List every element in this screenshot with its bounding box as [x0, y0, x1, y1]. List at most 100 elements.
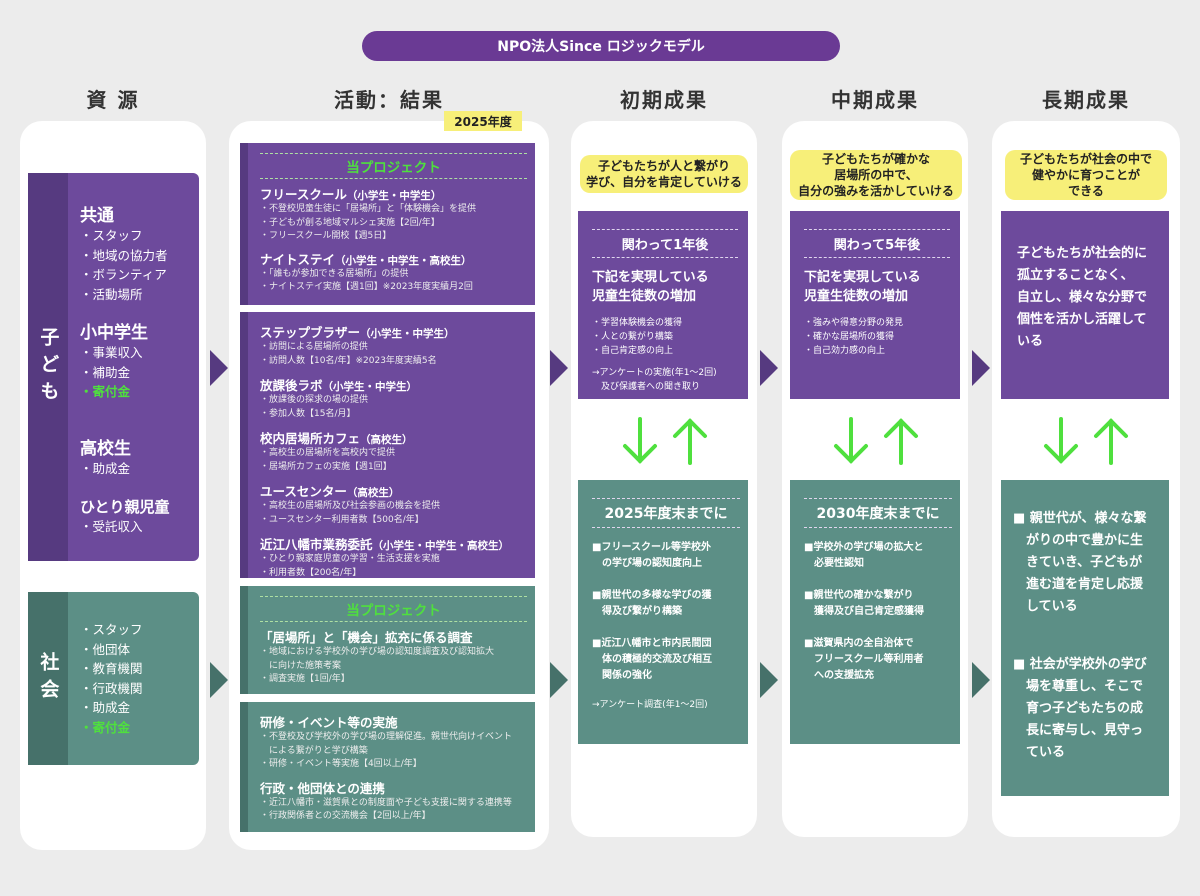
resource-item: ・教育機関 [80, 661, 143, 676]
resource-item-donation: ・寄付金 [80, 384, 131, 399]
col-head-activities: 活動：結果 [334, 88, 444, 112]
page-title: NPO法人Since ロジックモデル [497, 39, 705, 55]
outcome-item: ■滋賀県内の全自治体で フリースクール等利用者 への支援拡充 [804, 638, 924, 681]
activity-item: ・不登校及び学校外の学び場の理解促進。親世代向けイベント [260, 732, 513, 742]
resource-item: ・受託収入 [80, 519, 143, 534]
mid-goal: 子どもたちが確かな 居場所の中で、 自分の強みを活かしていける [790, 150, 962, 200]
flow-arrow [760, 662, 778, 698]
activity-target: （小学生・中学生） [322, 381, 418, 393]
activity-target: （小学生・中学生・高校生） [372, 540, 510, 552]
resource-item: ・スタッフ [80, 622, 143, 637]
activity-item: ・近江八幡市・滋賀県との制度面や子ども支援に関する連携等 [260, 797, 512, 808]
outcome-item: ■フリースクール等学校外 の学び場の認知度向上 [592, 542, 711, 569]
outcome-item: ■近江八幡市と市内民間団 体の積極的交流及び相互 関係の強化 [592, 638, 712, 681]
activity-item: ・ユースセンター利用者数【500名/年】 [260, 514, 424, 525]
long-goal: 子どもたちが社会の中で 健やかに育つことが できる [1005, 150, 1167, 200]
resource-item: ・助成金 [80, 700, 131, 715]
activity-item: ・ひとり親家庭児童の学習・生活支援を実施 [260, 554, 440, 564]
activity-title: ユースセンター [260, 484, 347, 499]
up-arrow-head [1094, 418, 1128, 438]
resource-item-donation: ・寄付金 [80, 719, 131, 735]
activity-item: ・訪問による居場所の提供 [260, 342, 368, 352]
activity-accent [240, 586, 248, 694]
flow-arrow [210, 350, 228, 386]
down-arrow-head [834, 444, 868, 464]
resource-item: ・ボランティア [80, 267, 167, 282]
outcome-item: ■ 親世代が、様々な繋 がりの中で豊かに生 きていき、子どもが 進む道を肯定し応… [1013, 511, 1147, 614]
activity-target: （小学生・中学生） [346, 190, 442, 202]
children-label: 子ども [28, 173, 68, 561]
activity-item: ・ナイトステイ実施【週1回】※2023年度実績月2回 [260, 282, 473, 292]
activity-item: ・参加人数【15名/月】 [260, 408, 356, 419]
resource-item: ・補助金 [80, 364, 131, 380]
mid-child-head: 関わって5年後 [833, 238, 921, 253]
activity-target: （高校生） [346, 487, 400, 499]
activity-accent [240, 702, 248, 832]
outcome-item: ・強みや得意分野の発見 [804, 318, 904, 328]
children-label-text: 子ども [37, 326, 60, 408]
outcome-note: →アンケートの実施(年1〜2回) 及び保護者への聞き取り [592, 368, 717, 392]
title-banner: NPO法人Since ロジックモデル [362, 31, 840, 61]
up-arrow-head [673, 418, 707, 438]
mid-child-box: 関わって5年後 下記を実現している 児童生徒数の増加 ・強みや得意分野の発見 ・… [790, 211, 960, 399]
col-head-initial: 初期成果 [620, 88, 708, 112]
flow-arrow [210, 662, 228, 698]
initial-goal: 子どもたちが人と繋がり 学び、自分を肯定していける [580, 155, 748, 193]
resource-item: ・助成金 [80, 460, 131, 476]
outcome-note: →アンケート調査(年1〜2回) [592, 700, 708, 710]
high-title: 高校生 [80, 438, 131, 459]
bidirectional-arrows [834, 417, 918, 465]
activity-title: 行政・他団体との連携 [260, 780, 385, 796]
initial-child-head: 関わって1年後 [621, 238, 709, 253]
outcome-item: ・人との繋がり構築 [592, 332, 673, 342]
society-resources: ・スタッフ ・他団体 ・教育機関 ・行政機関 ・助成金 ・寄付金 [68, 592, 199, 765]
resource-item: ・活動場所 [80, 286, 143, 302]
activity-title: 放課後ラボ [260, 378, 323, 393]
activity-title: ナイトステイ [260, 251, 336, 267]
flow-arrow [550, 350, 568, 386]
outcome-item: ・自己肯定感の向上 [592, 346, 674, 356]
activity-item: ・高校生の居場所を高校内で提供 [260, 448, 396, 458]
outcome-item: ・確かな居場所の獲得 [804, 332, 895, 342]
initial-society-box: 2025年度末までに ■フリースクール等学校外 の学び場の認知度向上 ■親世代の… [578, 480, 748, 744]
activity-title: 研修・イベント等の実施 [260, 715, 398, 730]
activity-title: 「居場所」と「機会」拡充に係る調査 [260, 630, 473, 645]
flow-arrow [550, 662, 568, 698]
outcome-item: ・自己効力感の向上 [804, 346, 886, 356]
up-arrow-head [884, 418, 918, 438]
resource-item: ・地域の協力者 [80, 247, 168, 263]
year-badge: 2025年度 [444, 111, 522, 131]
initial-society-head: 2025年度末までに [604, 506, 728, 522]
activity-accent [240, 312, 248, 578]
activity-item: ・子どもが創る地域マルシェ実施【2回/年】 [260, 217, 440, 228]
mid-child-sub: 下記を実現している 児童生徒数の増加 [804, 270, 921, 304]
activity-item: ・利用者数【200名/年】 [260, 567, 362, 578]
outcome-item: ・学習体験機会の獲得 [592, 318, 683, 328]
students-title: 小中学生 [80, 323, 148, 343]
activity-target: （小学生・中学生・高校生） [335, 254, 472, 267]
outcome-item: ■学校外の学び場の拡大と 必要性認知 [804, 542, 924, 569]
flow-arrow [972, 662, 990, 698]
children-resources: 共通 ・スタッフ ・地域の協力者 ・ボランティア ・活動場所 小中学生 ・事業収… [68, 173, 199, 561]
activity-target: （小学生・中学生） [360, 328, 455, 340]
initial-child-sub: 下記を実現している 児童生徒数の増加 [592, 270, 709, 304]
mid-society-box: 2030年度末までに ■学校外の学び場の拡大と 必要性認知 ■親世代の確かな繋が… [790, 480, 960, 744]
society-label: 社会 [28, 592, 68, 765]
long-child-box: 子どもたちが社会的に 孤立することなく、 自立し、様々な分野で 個性を活かし活躍… [1001, 211, 1169, 399]
activity-item: ・「誰もが参加できる居場所」の提供 [260, 268, 409, 279]
activity-item: ・地域における学校外の学び場の認知度調査及び認知拡大 [260, 647, 495, 657]
col-head-mid: 中期成果 [831, 88, 919, 112]
activity-title: 校内居場所カフェ [260, 431, 361, 446]
mid-society-head: 2030年度末までに [816, 506, 940, 522]
bidirectional-arrows [1044, 417, 1128, 465]
activity-item: ・居場所カフェの実施【週1回】 [260, 461, 392, 472]
down-arrow-head [1044, 444, 1078, 464]
long-society-box: ■ 親世代が、様々な繋 がりの中で豊かに生 きていき、子どもが 進む道を肯定し応… [1001, 480, 1169, 796]
flow-arrow [760, 350, 778, 386]
activity-item: ・不登校児童生徒に「居場所」と「体験機会」を提供 [260, 204, 477, 214]
activity-title: ステップブラザー [260, 325, 361, 340]
initial-child-box: 関わって1年後 下記を実現している 児童生徒数の増加 ・学習体験機会の獲得 ・人… [578, 211, 748, 399]
resource-item: ・行政機関 [80, 680, 143, 696]
resource-item: ・スタッフ [80, 228, 143, 243]
outcome-item: ■ 社会が学校外の学び 場を尊重し、そこで 育つ子どもたちの成 長に寄与し、見守… [1013, 657, 1147, 760]
